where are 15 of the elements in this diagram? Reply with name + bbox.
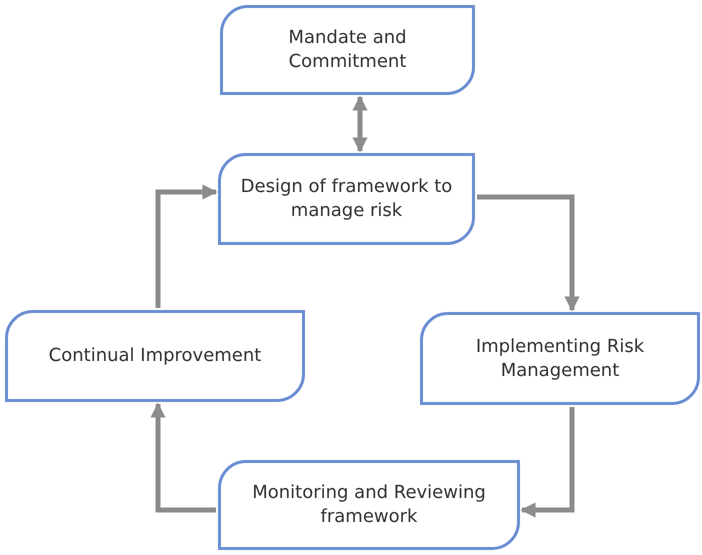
box-label: Continual Improvement: [48, 344, 262, 368]
process-box: [218, 460, 520, 550]
arrow: [156, 184, 218, 308]
arrow: [477, 194, 580, 312]
arrow: [150, 402, 216, 512]
arrow: [352, 96, 368, 152]
process-box: [5, 310, 305, 402]
box-label: Monitoring and Reviewing framework: [251, 481, 487, 529]
process-box: [220, 5, 475, 95]
box-label: Design of framework to manage risk: [240, 175, 454, 223]
box-label: Mandate and Commitment: [287, 26, 408, 74]
box-label: Implementing Risk Management: [474, 334, 646, 382]
arrow: [520, 407, 574, 518]
process-box: [420, 312, 700, 405]
process-box: [218, 153, 475, 245]
